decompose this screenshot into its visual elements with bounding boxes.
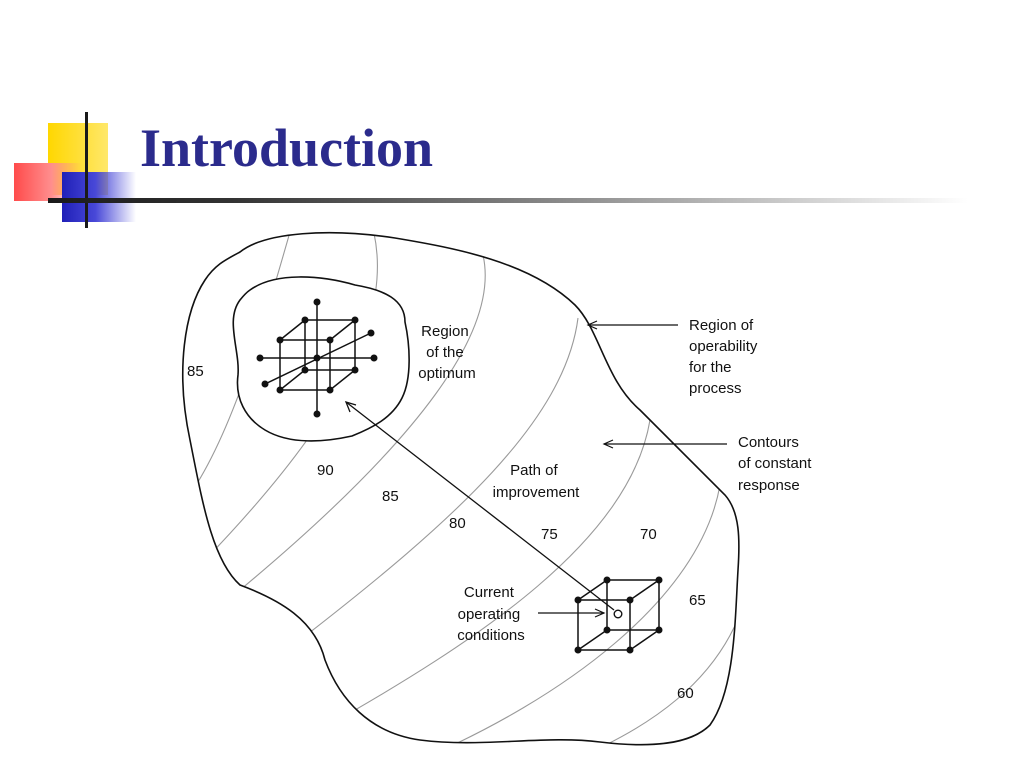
optimum-label: Region of the optimum <box>418 323 476 382</box>
contour-value-85: 85 <box>382 488 399 505</box>
factorial-points <box>574 576 663 654</box>
contour-value-85-left: 85 <box>187 363 204 380</box>
contour-line-75 <box>319 419 651 731</box>
contour-value-labels: 85 90 85 80 75 70 65 60 <box>187 363 706 702</box>
contour-line-80 <box>299 317 579 641</box>
current-conditions-label: Current operating conditions <box>457 584 525 644</box>
design-points <box>256 298 378 418</box>
contour-value-70: 70 <box>640 526 657 543</box>
region-of-operability-outline <box>182 231 740 746</box>
title-decoration-vertical-line <box>85 112 88 228</box>
center-point <box>613 609 623 619</box>
contour-line-65 <box>559 599 739 745</box>
operability-label: Region of operability for the process <box>689 317 762 397</box>
region-of-optimum-outline <box>232 276 410 442</box>
design-cube-back <box>304 319 356 371</box>
contour-value-90: 90 <box>317 462 334 479</box>
factorial-cube-front <box>577 599 631 651</box>
title-decoration-blue <box>62 172 136 222</box>
path-label: Path of improvement <box>493 462 581 501</box>
contour-line-85 <box>239 254 486 591</box>
label-pointers <box>538 320 727 618</box>
contour-value-80: 80 <box>449 515 466 532</box>
title-underline <box>48 198 968 203</box>
factorial-cube-back <box>606 579 660 631</box>
contour-value-75: 75 <box>541 526 558 543</box>
contour-value-60: 60 <box>677 685 694 702</box>
contours-label: Contours of constant response <box>738 434 816 494</box>
contour-value-65: 65 <box>689 592 706 609</box>
path-of-improvement-arrow <box>344 400 615 611</box>
contour-line-70 <box>419 484 721 745</box>
slide-title: Introduction <box>140 118 434 178</box>
